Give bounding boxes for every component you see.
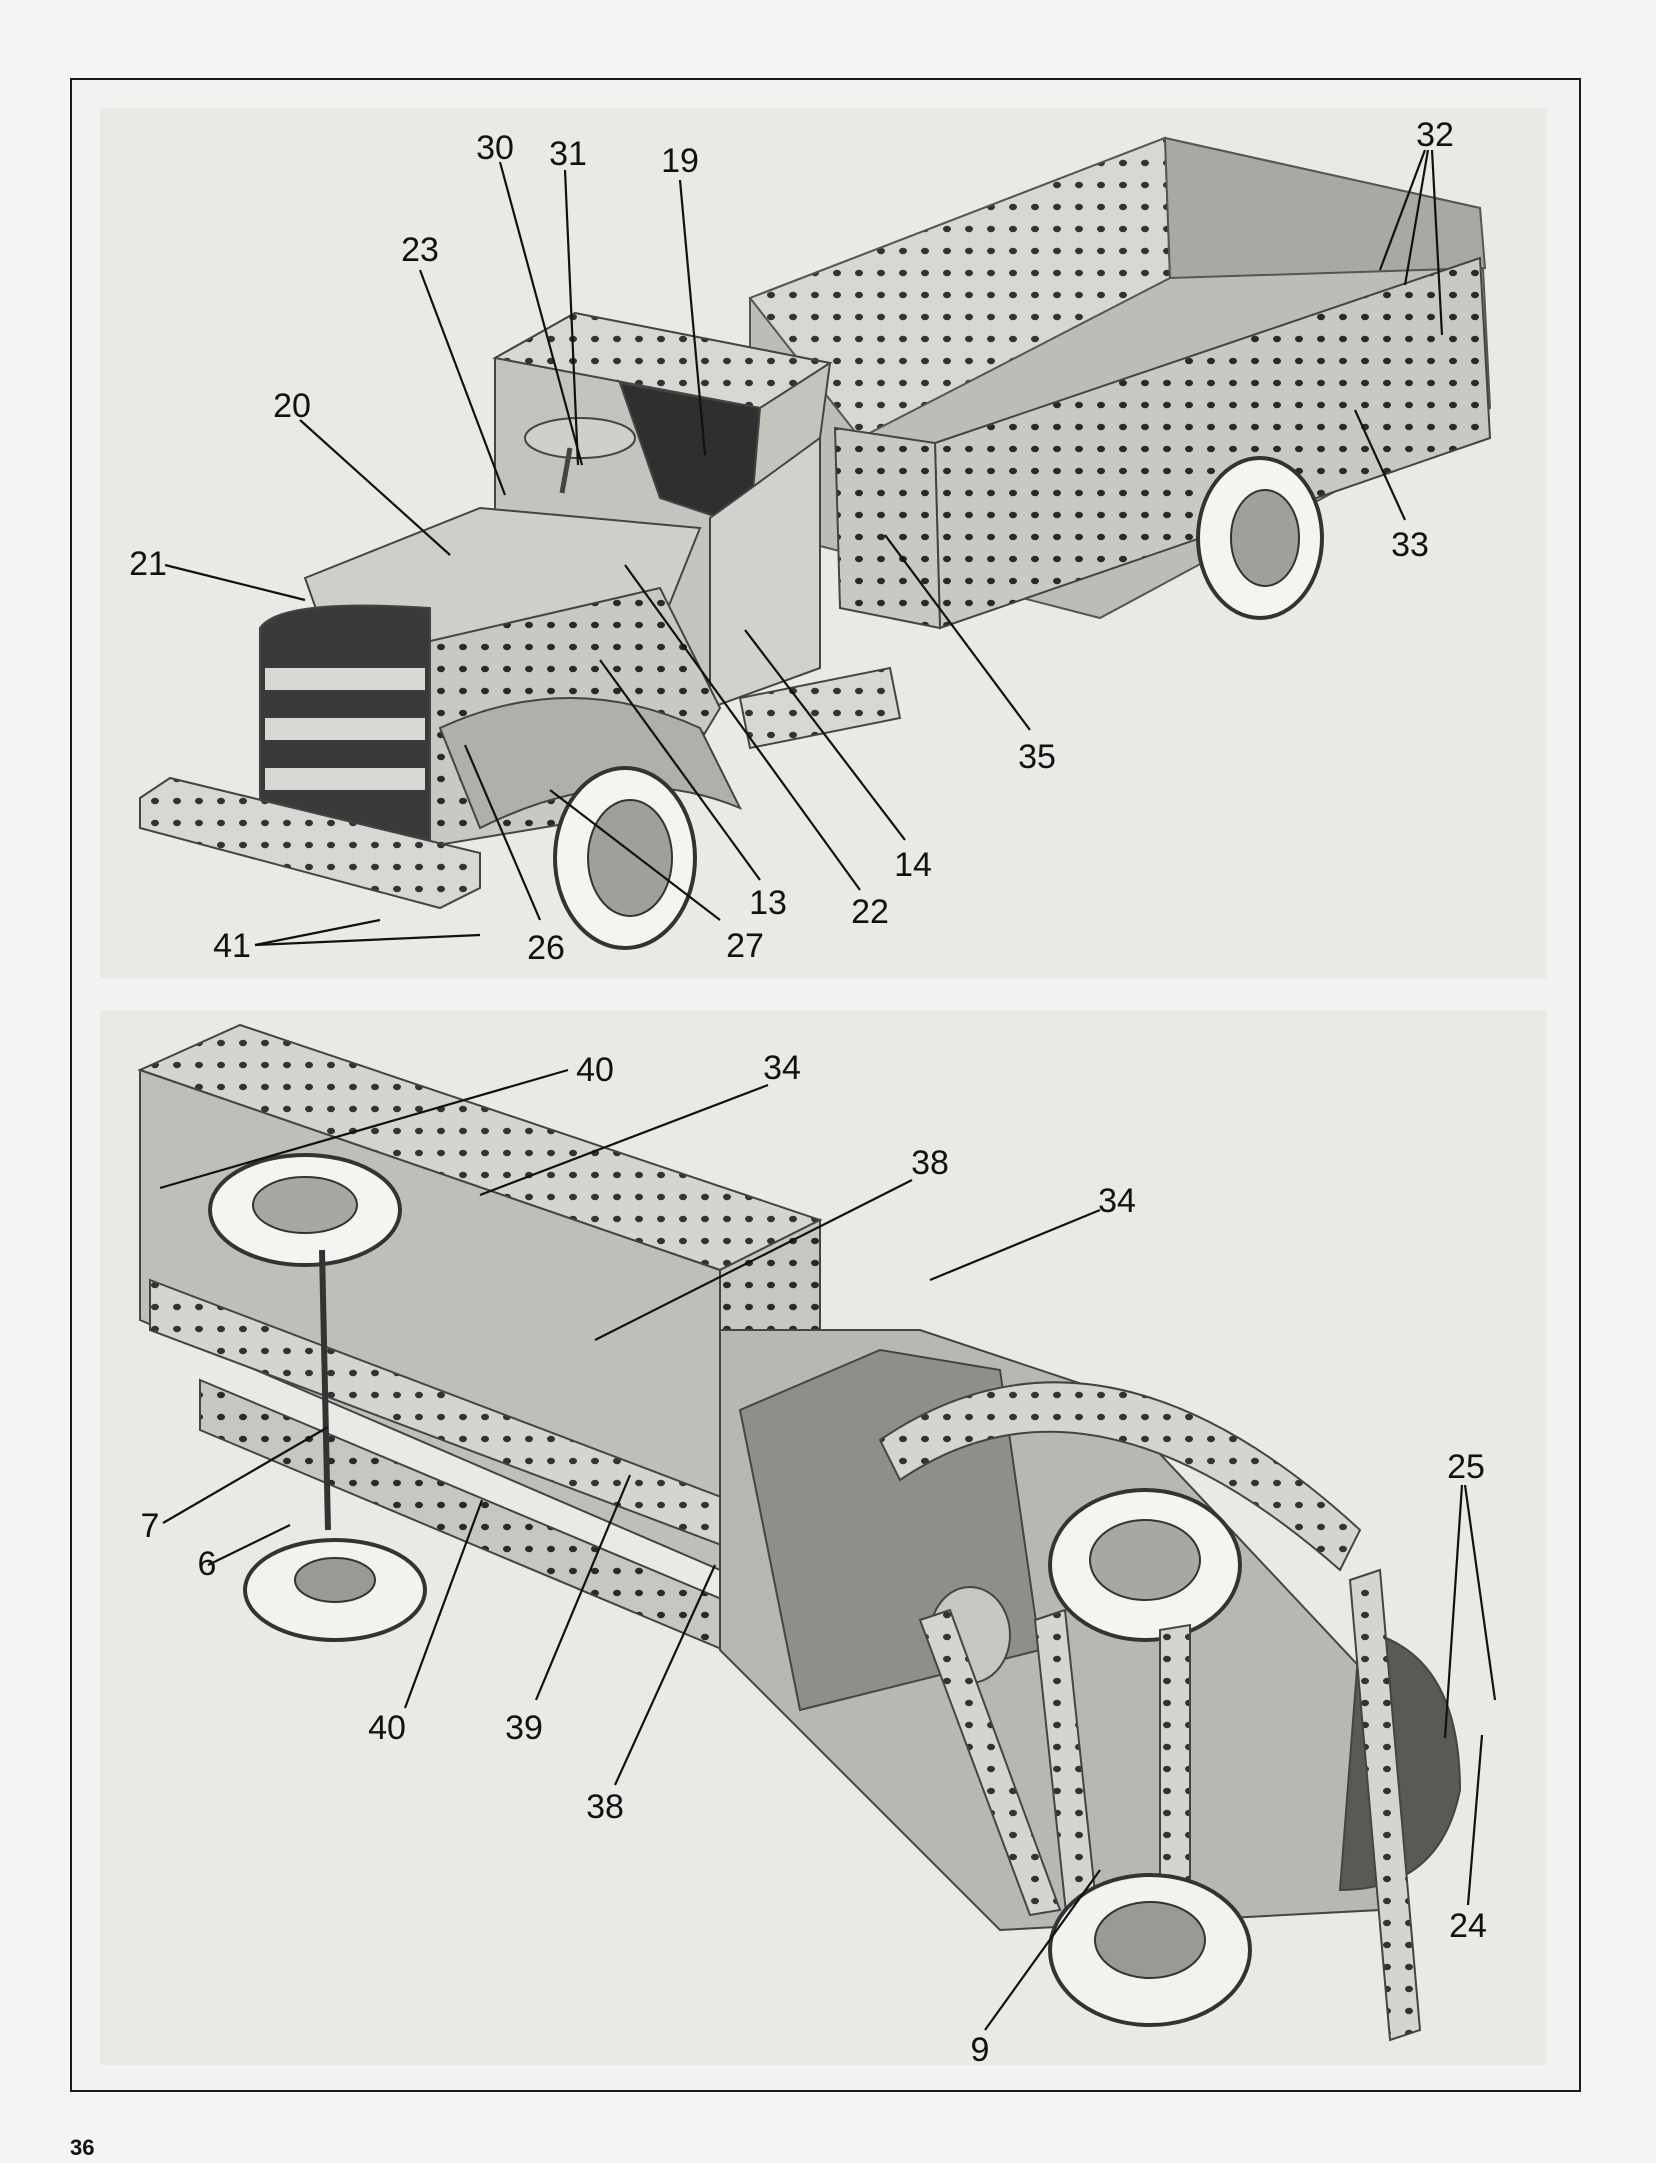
callout-20: 20 <box>273 387 311 425</box>
callout-30: 30 <box>476 129 514 167</box>
callout-32: 32 <box>1416 116 1454 154</box>
truck-top-view-illustration <box>139 136 1492 950</box>
callout-40-lower: 40 <box>368 1709 406 1747</box>
page-number: 36 <box>70 2135 95 2160</box>
callout-33: 33 <box>1391 526 1429 564</box>
callout-24: 24 <box>1449 1907 1487 1945</box>
callout-35: 35 <box>1018 738 1056 776</box>
callout-13: 13 <box>749 884 787 922</box>
callout-39: 39 <box>505 1709 543 1747</box>
callout-14: 14 <box>894 846 932 884</box>
callout-26: 26 <box>527 929 565 967</box>
callout-41: 41 <box>213 927 251 965</box>
callout-22: 22 <box>851 893 889 931</box>
callout-7: 7 <box>140 1507 160 1545</box>
truck-underside-photo <box>100 1010 1547 2065</box>
callout-38-lower: 38 <box>586 1788 624 1826</box>
callout-6: 6 <box>197 1545 217 1583</box>
callout-38-upper: 38 <box>911 1144 949 1182</box>
truck-underside-illustration <box>137 1023 1462 2042</box>
callout-34-right: 34 <box>1098 1182 1136 1220</box>
truck-top-view-photo <box>100 108 1547 978</box>
callout-34-upper: 34 <box>763 1049 801 1087</box>
callout-21: 21 <box>129 545 167 583</box>
callout-40-upper: 40 <box>576 1051 614 1089</box>
callout-19: 19 <box>661 142 699 180</box>
callout-23: 23 <box>401 231 439 269</box>
callout-31: 31 <box>549 135 587 173</box>
callout-25: 25 <box>1447 1448 1485 1486</box>
callout-27: 27 <box>726 927 764 965</box>
callout-9: 9 <box>970 2031 990 2069</box>
